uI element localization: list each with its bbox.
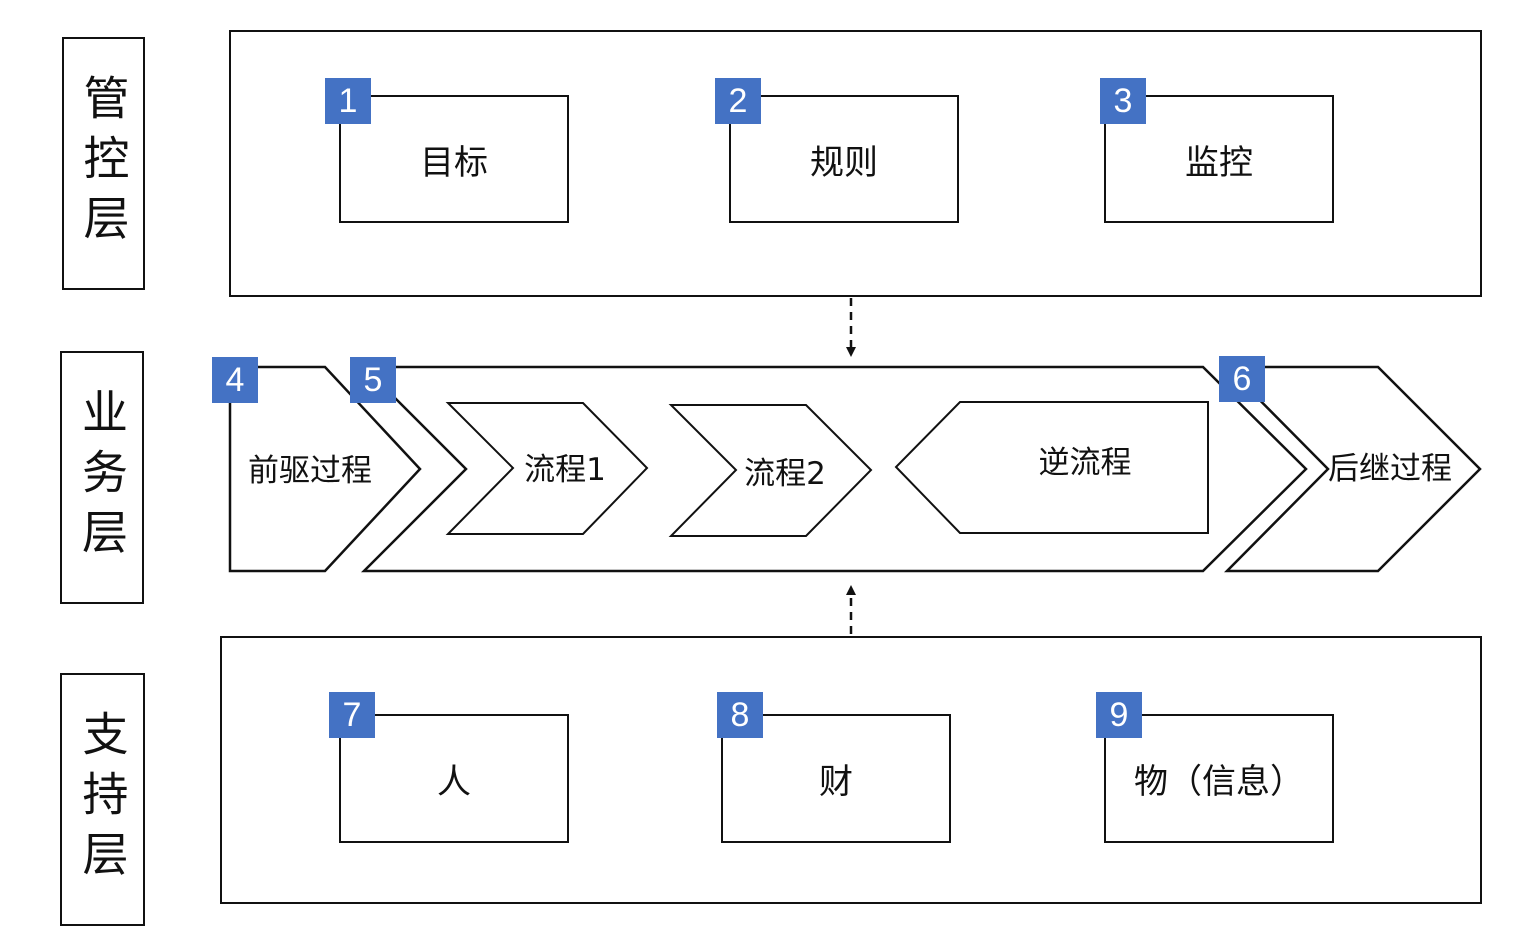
support-layer-label-text: 支持层	[75, 709, 130, 890]
control-item-monitor-label: 监控	[1185, 142, 1253, 183]
support-item-finance-label: 财	[819, 762, 853, 802]
flow-1-label: 流程1	[524, 452, 606, 488]
support-layer-label: 支持层	[60, 673, 145, 926]
badge-5: 5	[350, 357, 396, 403]
flow-1-shape	[445, 402, 649, 535]
flow-2-label: 流程2	[744, 456, 826, 492]
flow-2-shape	[668, 404, 873, 537]
control-layer-label-text: 管控层	[76, 73, 131, 254]
badge-7: 7	[329, 692, 375, 738]
predecessor-process-shape	[228, 365, 422, 573]
reverse-flow-label: 逆流程	[1039, 445, 1132, 481]
badge-4: 4	[212, 357, 258, 403]
badge-8: 8	[717, 692, 763, 738]
successor-process-label: 后继过程	[1328, 451, 1452, 487]
control-layer-label: 管控层	[62, 37, 145, 290]
support-item-materials-label: 物（信息）	[1134, 762, 1304, 802]
badge-2: 2	[715, 78, 761, 124]
control-item-rules: 规则	[729, 95, 959, 223]
badge-3: 3	[1100, 78, 1146, 124]
reverse-flow-shape	[894, 401, 1209, 534]
successor-process-shape	[1224, 365, 1482, 573]
control-item-rules-label: 规则	[810, 142, 878, 183]
badge-9: 9	[1096, 692, 1142, 738]
control-layer-frame	[229, 30, 1482, 297]
support-item-materials: 物（信息）	[1104, 714, 1334, 843]
business-layer-label-text: 业务层	[75, 387, 129, 568]
support-layer-frame	[220, 636, 1482, 904]
support-item-people: 人	[339, 714, 569, 843]
predecessor-process-label: 前驱过程	[248, 453, 372, 489]
control-item-goal-label: 目标	[420, 142, 488, 183]
badge-6: 6	[1219, 356, 1265, 402]
control-item-goal: 目标	[339, 95, 569, 223]
business-layer-label: 业务层	[60, 351, 144, 604]
badge-1: 1	[325, 78, 371, 124]
support-item-people-label: 人	[437, 762, 471, 802]
